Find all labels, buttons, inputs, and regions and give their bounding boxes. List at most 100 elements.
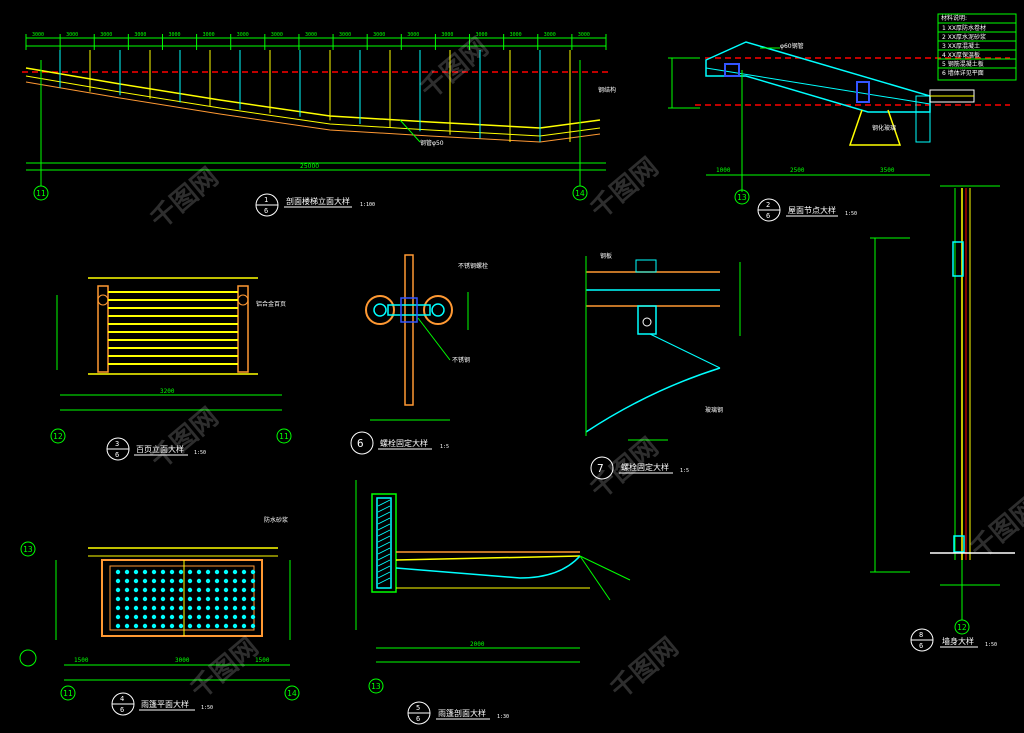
canopy-dot [241,578,247,584]
canopy-dot [151,578,157,584]
canopy-dot [115,623,121,629]
canopy-dot [196,623,202,629]
canopy-dot [124,614,130,620]
panel-bolt-detail-7: 钢板 玻璃钢 7 螺栓固定大样 1:5 [585,252,741,480]
canopy-dot [160,605,166,611]
canopy-dot [142,578,148,584]
canopy-dot [115,614,121,620]
canopy-dot [196,614,202,620]
canopy-dot [241,587,247,593]
canopy-dot [214,614,220,620]
canopy-dot [223,587,229,593]
note-n7: 不锈钢 [452,356,470,364]
legend-header: 材料说明: [941,14,967,22]
canopy-dot [151,596,157,602]
canopy-dot [250,605,256,611]
canopy-dot [196,605,202,611]
canopy-dot [142,605,148,611]
title-2-sheet: 6 [766,212,770,220]
canopy-dot [151,623,157,629]
title-6: 雨篷平面大样 [141,699,189,709]
canopy-dot [196,578,202,584]
canopy-dot [133,623,139,629]
title-5: 螺栓固定大样 [621,462,669,472]
watermark-text: 千图网 [965,492,1024,565]
canopy-dot [133,569,139,575]
dim-label: 3000 [339,32,351,38]
dim-total: 25000 [300,163,319,170]
hatch-line [377,547,391,555]
canopy-dot [169,605,175,611]
canopy-dot [187,605,193,611]
canopy-dot [142,587,148,593]
hatch-line [377,505,391,513]
axis-label-i: 13 [371,682,381,691]
hatch-line [377,565,391,573]
canopy-dot [250,587,256,593]
canopy-dot [187,578,193,584]
canopy-dot [178,623,184,629]
wall-hatch [377,499,391,585]
note-n3: 铝合金百页 [256,300,286,308]
canopy-dot [169,587,175,593]
dim-label: 3000 [271,32,283,38]
panel-canopy-section: 2000 13 5 6 雨篷剖面大样 1:30 [355,480,631,725]
canopy-dot [124,605,130,611]
canopy-dot [178,578,184,584]
axis-label-f: 13 [23,545,33,554]
hatch-line [377,571,391,579]
canopy-dot [151,587,157,593]
note-n9: 防水砂浆 [264,516,288,524]
canopy-dot [232,587,238,593]
canopy-dot [196,596,202,602]
note-n10: 钢结构 [598,86,616,94]
canopy-dot [232,569,238,575]
dim-label: 3000 [134,32,146,38]
canopy-dot [250,614,256,620]
hatch-line [377,523,391,531]
dim-label: 3000 [373,32,385,38]
note-n8: 钢化玻璃 [872,124,896,132]
canopy-dot [232,596,238,602]
legend-row: 3 XX厚混凝土 [942,42,980,50]
canopy-dot [169,596,175,602]
axis-label-h: 14 [287,689,297,698]
scale-5: 1:5 [680,468,689,474]
hatch-line [377,517,391,525]
canopy-dot [169,578,175,584]
legend-row: 4 XX厚保温板 [942,51,980,59]
dim-label: 3000 [305,32,317,38]
title-5-num: 7 [597,462,604,475]
watermark-text: 千图网 [605,632,684,705]
canopy-dot [160,596,166,602]
canopy-dot [115,578,121,584]
canopy-dot [160,587,166,593]
panel-roof-node: φ60钢管 钢化玻璃 1000 2500 3500 13 材料说明: 1 XX厚… [668,13,1017,222]
hatch-line [377,535,391,543]
canopy-dot [250,623,256,629]
dim-label: 3000 [476,32,488,38]
note-n4: 不锈钢螺栓 [458,262,488,270]
title-7: 雨篷剖面大样 [438,708,486,718]
dim-label: 3000 [237,32,249,38]
canopy-dot [250,596,256,602]
note-n5: 钢板 [600,252,612,260]
canopy-dot [223,569,229,575]
panel-canopy-plan: 1500 3000 1500 防水砂浆 13 11 14 4 6 雨篷平面大样 … [19,516,300,716]
canopy-dot [205,605,211,611]
canopy-dot [133,587,139,593]
title-8-sheet: 6 [919,642,923,650]
dim-label: 3000 [407,32,419,38]
dim-p6-a: 1500 [74,657,89,664]
axis-label-g: 11 [63,689,73,698]
dim-label: 3000 [100,32,112,38]
title-8-num: 8 [919,631,923,639]
canopy-dot [151,605,157,611]
axis-label-j: 12 [957,623,967,632]
canopy-dot [115,569,121,575]
canopy-dot [214,596,220,602]
canopy-dot [187,587,193,593]
